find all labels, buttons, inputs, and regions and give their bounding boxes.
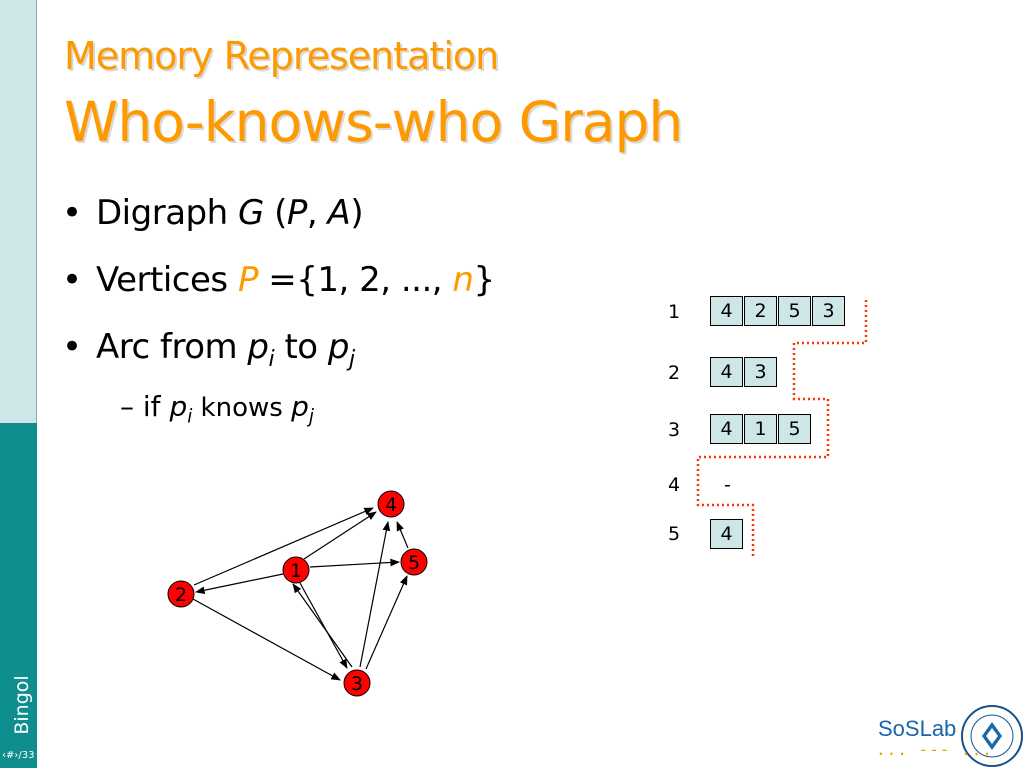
bullet-text: Vertices (96, 260, 238, 300)
node-5: 5 (400, 548, 428, 576)
row-label: 5 (667, 523, 681, 545)
list-cell: 4 (710, 414, 743, 444)
slide-title: Memory Representation (64, 34, 499, 78)
sub-bullet-text: knows (192, 393, 292, 423)
row-label: 4 (667, 474, 681, 496)
list-cell: 2 (744, 296, 777, 326)
sidebar-bottom-panel (0, 423, 37, 768)
bullet-symbol: • (62, 327, 82, 367)
page-number: ‹#›/33 (2, 750, 35, 761)
bullet-text: Arc from (96, 327, 248, 367)
math-p: P (237, 260, 259, 300)
node-label: 3 (351, 673, 363, 695)
math-sub-j: j (349, 345, 355, 372)
list-cell: 3 (744, 357, 777, 387)
sidebar: Bingol ‹#›/33 (0, 0, 37, 768)
edge-1-4 (303, 511, 377, 560)
edge-1-2 (195, 573, 284, 595)
math-text: ( (263, 193, 287, 233)
sub-bullet-knows: – if pi knows pj (120, 390, 314, 428)
math-sub-i: i (187, 406, 193, 428)
row-label: 1 (667, 301, 681, 323)
bullet-digraph: • Digraph G (P, A) (62, 193, 364, 233)
math-p: p (169, 390, 188, 423)
empty-list-marker: - (724, 474, 731, 496)
math-p: p (291, 390, 309, 423)
math-p: P (286, 193, 308, 233)
sub-bullet-dash: – (120, 390, 134, 423)
list-cell: 4 (710, 519, 743, 549)
bullet-vertices: • Vertices P ={1, 2, ..., n} (62, 260, 495, 300)
sidebar-top-panel (0, 0, 37, 423)
list-cell: 5 (778, 296, 811, 326)
list-cell: 4 (710, 296, 743, 326)
list-cell: 5 (778, 414, 811, 444)
row-label: 3 (667, 419, 681, 441)
university-seal-icon (961, 705, 1023, 767)
edge-2-3 (192, 598, 341, 681)
node-label: 2 (175, 584, 187, 606)
row-label: 2 (667, 362, 681, 384)
edge-5-4 (396, 521, 409, 549)
node-4: 4 (377, 490, 405, 518)
math-p: p (327, 327, 350, 367)
node-label: 4 (385, 494, 397, 516)
edge-3-1 (292, 583, 353, 668)
sub-bullet-text: if (142, 390, 170, 423)
math-g: G (237, 193, 264, 233)
soslab-logo: SoSLab (878, 716, 957, 741)
math-text: , (306, 193, 328, 233)
soslab-logo-dots: ... --- ... (876, 740, 993, 759)
node-label: 5 (408, 552, 420, 574)
list-cell: 4 (710, 357, 743, 387)
bullet-text: Digraph (96, 193, 238, 233)
edge-3-5 (365, 575, 408, 670)
math-a: A (327, 193, 351, 233)
math-text: } (473, 260, 495, 300)
edge-1-3 (299, 582, 348, 669)
bullet-symbol: • (62, 193, 82, 233)
edge-3-4 (359, 521, 391, 668)
list-cell: 1 (744, 414, 777, 444)
node-1: 1 (282, 556, 310, 584)
math-text: ) (350, 193, 364, 233)
list-cell: 3 (812, 296, 845, 326)
node-2: 2 (167, 580, 195, 608)
math-sub-i: i (268, 345, 275, 372)
bullet-symbol: • (62, 260, 82, 300)
math-text: ={1, 2, ..., (257, 260, 453, 300)
edge-2-4 (193, 507, 374, 586)
node-3: 3 (343, 669, 371, 697)
math-text: to (274, 327, 328, 367)
math-n: n (452, 260, 474, 300)
math-p: p (247, 327, 269, 367)
dotted-list-connector (696, 300, 868, 556)
slide-subtitle: Who-knows-who Graph (64, 90, 683, 154)
node-label: 1 (290, 560, 302, 582)
math-sub-j: j (308, 406, 314, 428)
edge-1-5 (309, 558, 400, 568)
bullet-arc: •Arc from pi to pj (62, 327, 355, 372)
